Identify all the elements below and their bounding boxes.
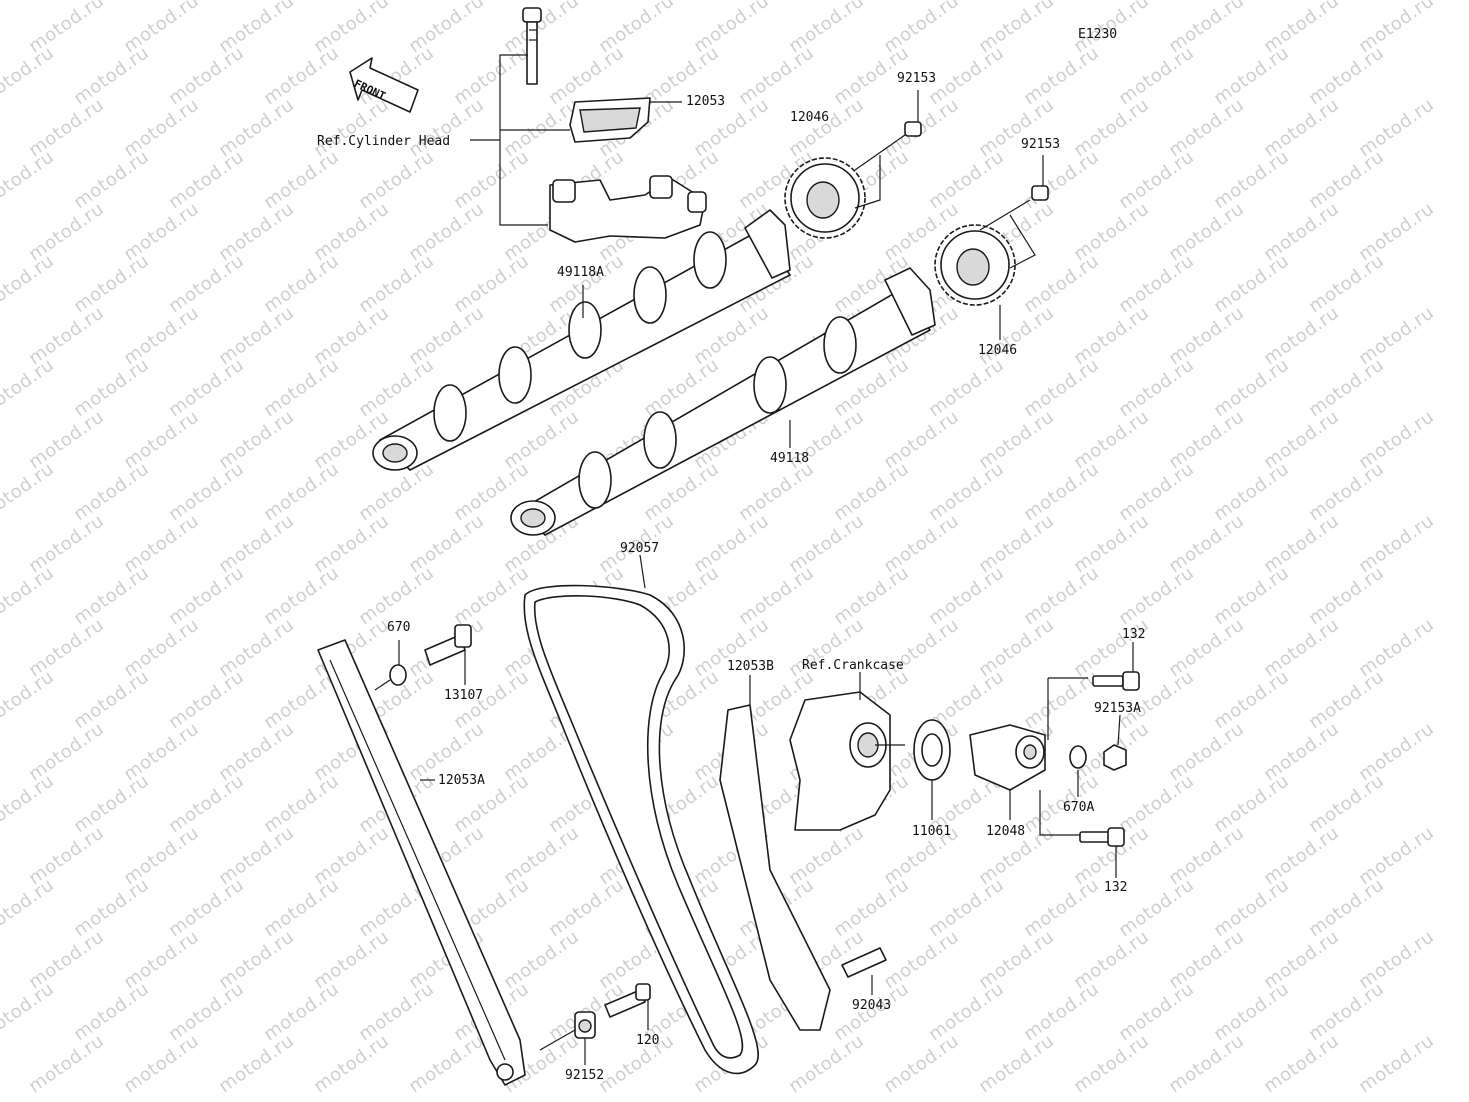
part-label-13107: 13107 <box>444 688 484 703</box>
guide-12053A <box>317 639 526 1086</box>
part-label-12053A: 12053A <box>438 773 485 788</box>
diagram-code: E1230 <box>1078 27 1118 42</box>
camshaft-49118 <box>510 267 936 536</box>
collar-92152 <box>539 1011 596 1065</box>
ref-cylinder-head-label: Ref.Cylinder Head <box>317 134 451 149</box>
washer-670A <box>1069 745 1087 797</box>
part-label-49118A: 49118A <box>557 265 604 280</box>
part-label-12053: 12053 <box>686 94 726 109</box>
ref-crankcase-label: Ref.Crankcase <box>802 658 904 673</box>
washer-670 <box>374 640 407 691</box>
pin-92043 <box>841 947 887 995</box>
sprocket-12046-top <box>784 157 866 239</box>
part-label-49118: 49118 <box>770 451 810 466</box>
crankcase-block <box>789 672 905 831</box>
part-label-92152: 92152 <box>565 1068 605 1083</box>
bolt-132-bottom <box>1079 827 1125 878</box>
cam-chain-92057 <box>523 554 759 1075</box>
gasket-11061 <box>913 719 951 820</box>
tensioner-12048 <box>969 677 1088 836</box>
bolt-132-top <box>1092 642 1140 691</box>
part-label-12046-top: 12046 <box>790 110 830 125</box>
part-label-670A: 670A <box>1063 800 1095 815</box>
part-label-12053B: 12053B <box>727 659 774 674</box>
bolt-92153-a <box>854 90 922 209</box>
part-12053-guide <box>569 97 651 143</box>
part-label-670: 670 <box>387 620 411 635</box>
bolt-13107 <box>424 624 472 685</box>
part-label-92153-a: 92153 <box>897 71 937 86</box>
ref-cylinder-head-bracket <box>470 54 570 226</box>
part-label-132-bottom: 132 <box>1104 880 1128 895</box>
part-label-92043: 92043 <box>852 998 892 1013</box>
part-label-92153A: 92153A <box>1094 701 1141 716</box>
guide-12053B <box>719 675 831 1031</box>
bolt-92153-b <box>979 155 1049 269</box>
part-label-92057: 92057 <box>620 541 660 556</box>
part-label-132-top: 132 <box>1122 627 1146 642</box>
part-label-12048: 12048 <box>986 824 1026 839</box>
nut-92153A <box>1103 714 1127 771</box>
cam-holder <box>549 175 707 243</box>
part-label-120: 120 <box>636 1033 660 1048</box>
cylinder-head-bolt <box>522 7 542 85</box>
part-label-12046-right: 12046 <box>978 343 1018 358</box>
bolt-120 <box>604 983 651 1030</box>
sprocket-12046-right <box>934 224 1016 340</box>
front-arrow-icon <box>349 57 419 113</box>
camshaft-49118A <box>372 209 791 471</box>
part-label-11061: 11061 <box>912 824 952 839</box>
part-label-92153-b: 92153 <box>1021 137 1061 152</box>
